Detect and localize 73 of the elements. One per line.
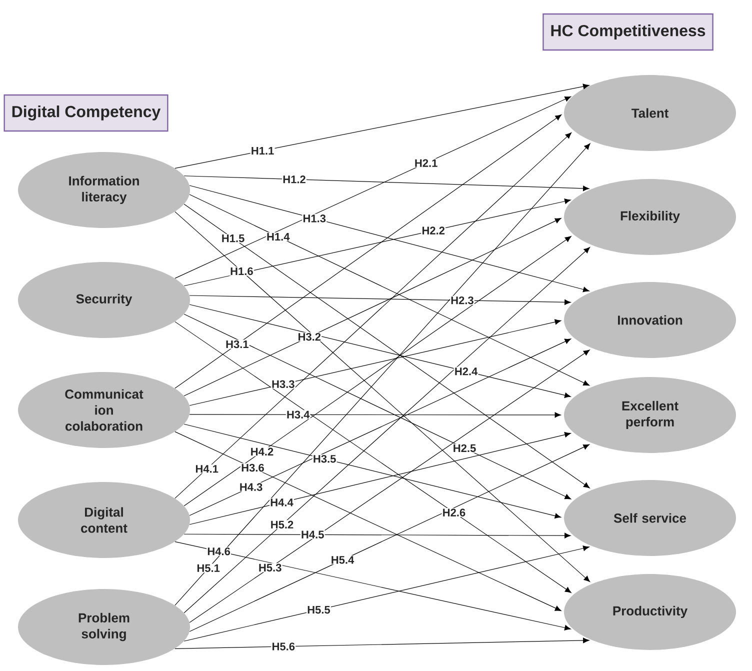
edge-label: H5.1	[196, 564, 221, 573]
edge-label: H5.3	[258, 563, 282, 572]
arrow	[189, 319, 562, 406]
edge-label: H3.4	[286, 410, 310, 420]
ellipse-node: Productivity	[564, 574, 736, 650]
arrow	[189, 338, 572, 516]
arrow	[174, 96, 572, 279]
arrow	[184, 198, 571, 286]
ellipse-node: Talent	[564, 75, 736, 151]
edge-label: H4.6	[206, 546, 232, 556]
edge-label: H2.2	[421, 226, 446, 235]
ellipse-node: Securrity	[18, 262, 190, 338]
ellipse-node: Self service	[564, 480, 736, 556]
arrow	[184, 236, 572, 506]
edge-label: H4.3	[238, 482, 264, 492]
edge-label: H4.5	[300, 530, 325, 540]
ellipse-node: Flexibility	[564, 179, 736, 255]
arrow	[174, 211, 590, 582]
arrow	[174, 114, 562, 389]
edge-label: H1.3	[302, 214, 327, 223]
edge-label: H4.1	[194, 464, 220, 474]
edge-label: H2.4	[454, 366, 478, 376]
edge-label: H2.5	[452, 444, 477, 453]
ellipse-node: Information literacy	[18, 152, 190, 228]
edge-label: H5.2	[270, 520, 294, 530]
edge-label: H5.6	[271, 642, 296, 651]
edge-label: H4.4	[270, 498, 294, 507]
edge-label: H2.3	[450, 296, 474, 305]
edge-label: H3.5	[312, 454, 337, 464]
arrow	[189, 304, 571, 398]
ellipse-node: Excellent perform	[564, 377, 736, 453]
arrow	[174, 541, 571, 630]
edge-label: H3.2	[297, 332, 322, 342]
arrow	[184, 218, 562, 396]
arrow	[174, 143, 590, 606]
edge-label: H3.3	[270, 380, 296, 389]
ellipse-node: Problem solving	[18, 589, 190, 665]
edge-label: H3.1	[224, 340, 250, 349]
ellipse-node: Digital content	[18, 482, 190, 558]
edge-label: H1.2	[282, 174, 306, 184]
edge-label: H5.5	[306, 605, 331, 614]
heading-box: Digital Competency	[4, 94, 168, 132]
arrow	[189, 185, 590, 292]
edge-label: H1.6	[229, 266, 254, 276]
arrow	[189, 350, 590, 623]
arrow	[184, 314, 572, 500]
heading-box: HC Competitiveness	[542, 13, 714, 51]
arrow	[189, 295, 571, 305]
ellipse-node: Communicat ion colaboration	[18, 372, 190, 448]
arrow	[184, 424, 562, 519]
arrow	[174, 321, 572, 593]
ellipse-node: Innovation	[564, 282, 736, 358]
arrow	[184, 532, 571, 538]
edge-label: H2.1	[414, 158, 438, 168]
arrow	[174, 638, 590, 649]
edge-label: H3.6	[240, 463, 265, 472]
arrow	[189, 194, 590, 386]
edge-label: H1.4	[266, 232, 290, 242]
arrow	[189, 412, 562, 418]
arrow	[184, 247, 590, 614]
arrow	[174, 132, 572, 499]
arrow	[189, 432, 571, 525]
edge-label: H1.5	[220, 234, 246, 243]
arrow	[184, 546, 590, 642]
edge-label: H4.2	[250, 447, 274, 456]
arrow	[189, 444, 590, 632]
edge-label: H1.1	[250, 146, 275, 156]
arrow	[184, 176, 590, 192]
edge-label: H2.6	[442, 508, 466, 518]
arrow	[184, 204, 590, 488]
arrow	[174, 84, 590, 169]
edge-label: H5.4	[330, 556, 355, 564]
arrow	[174, 431, 562, 611]
